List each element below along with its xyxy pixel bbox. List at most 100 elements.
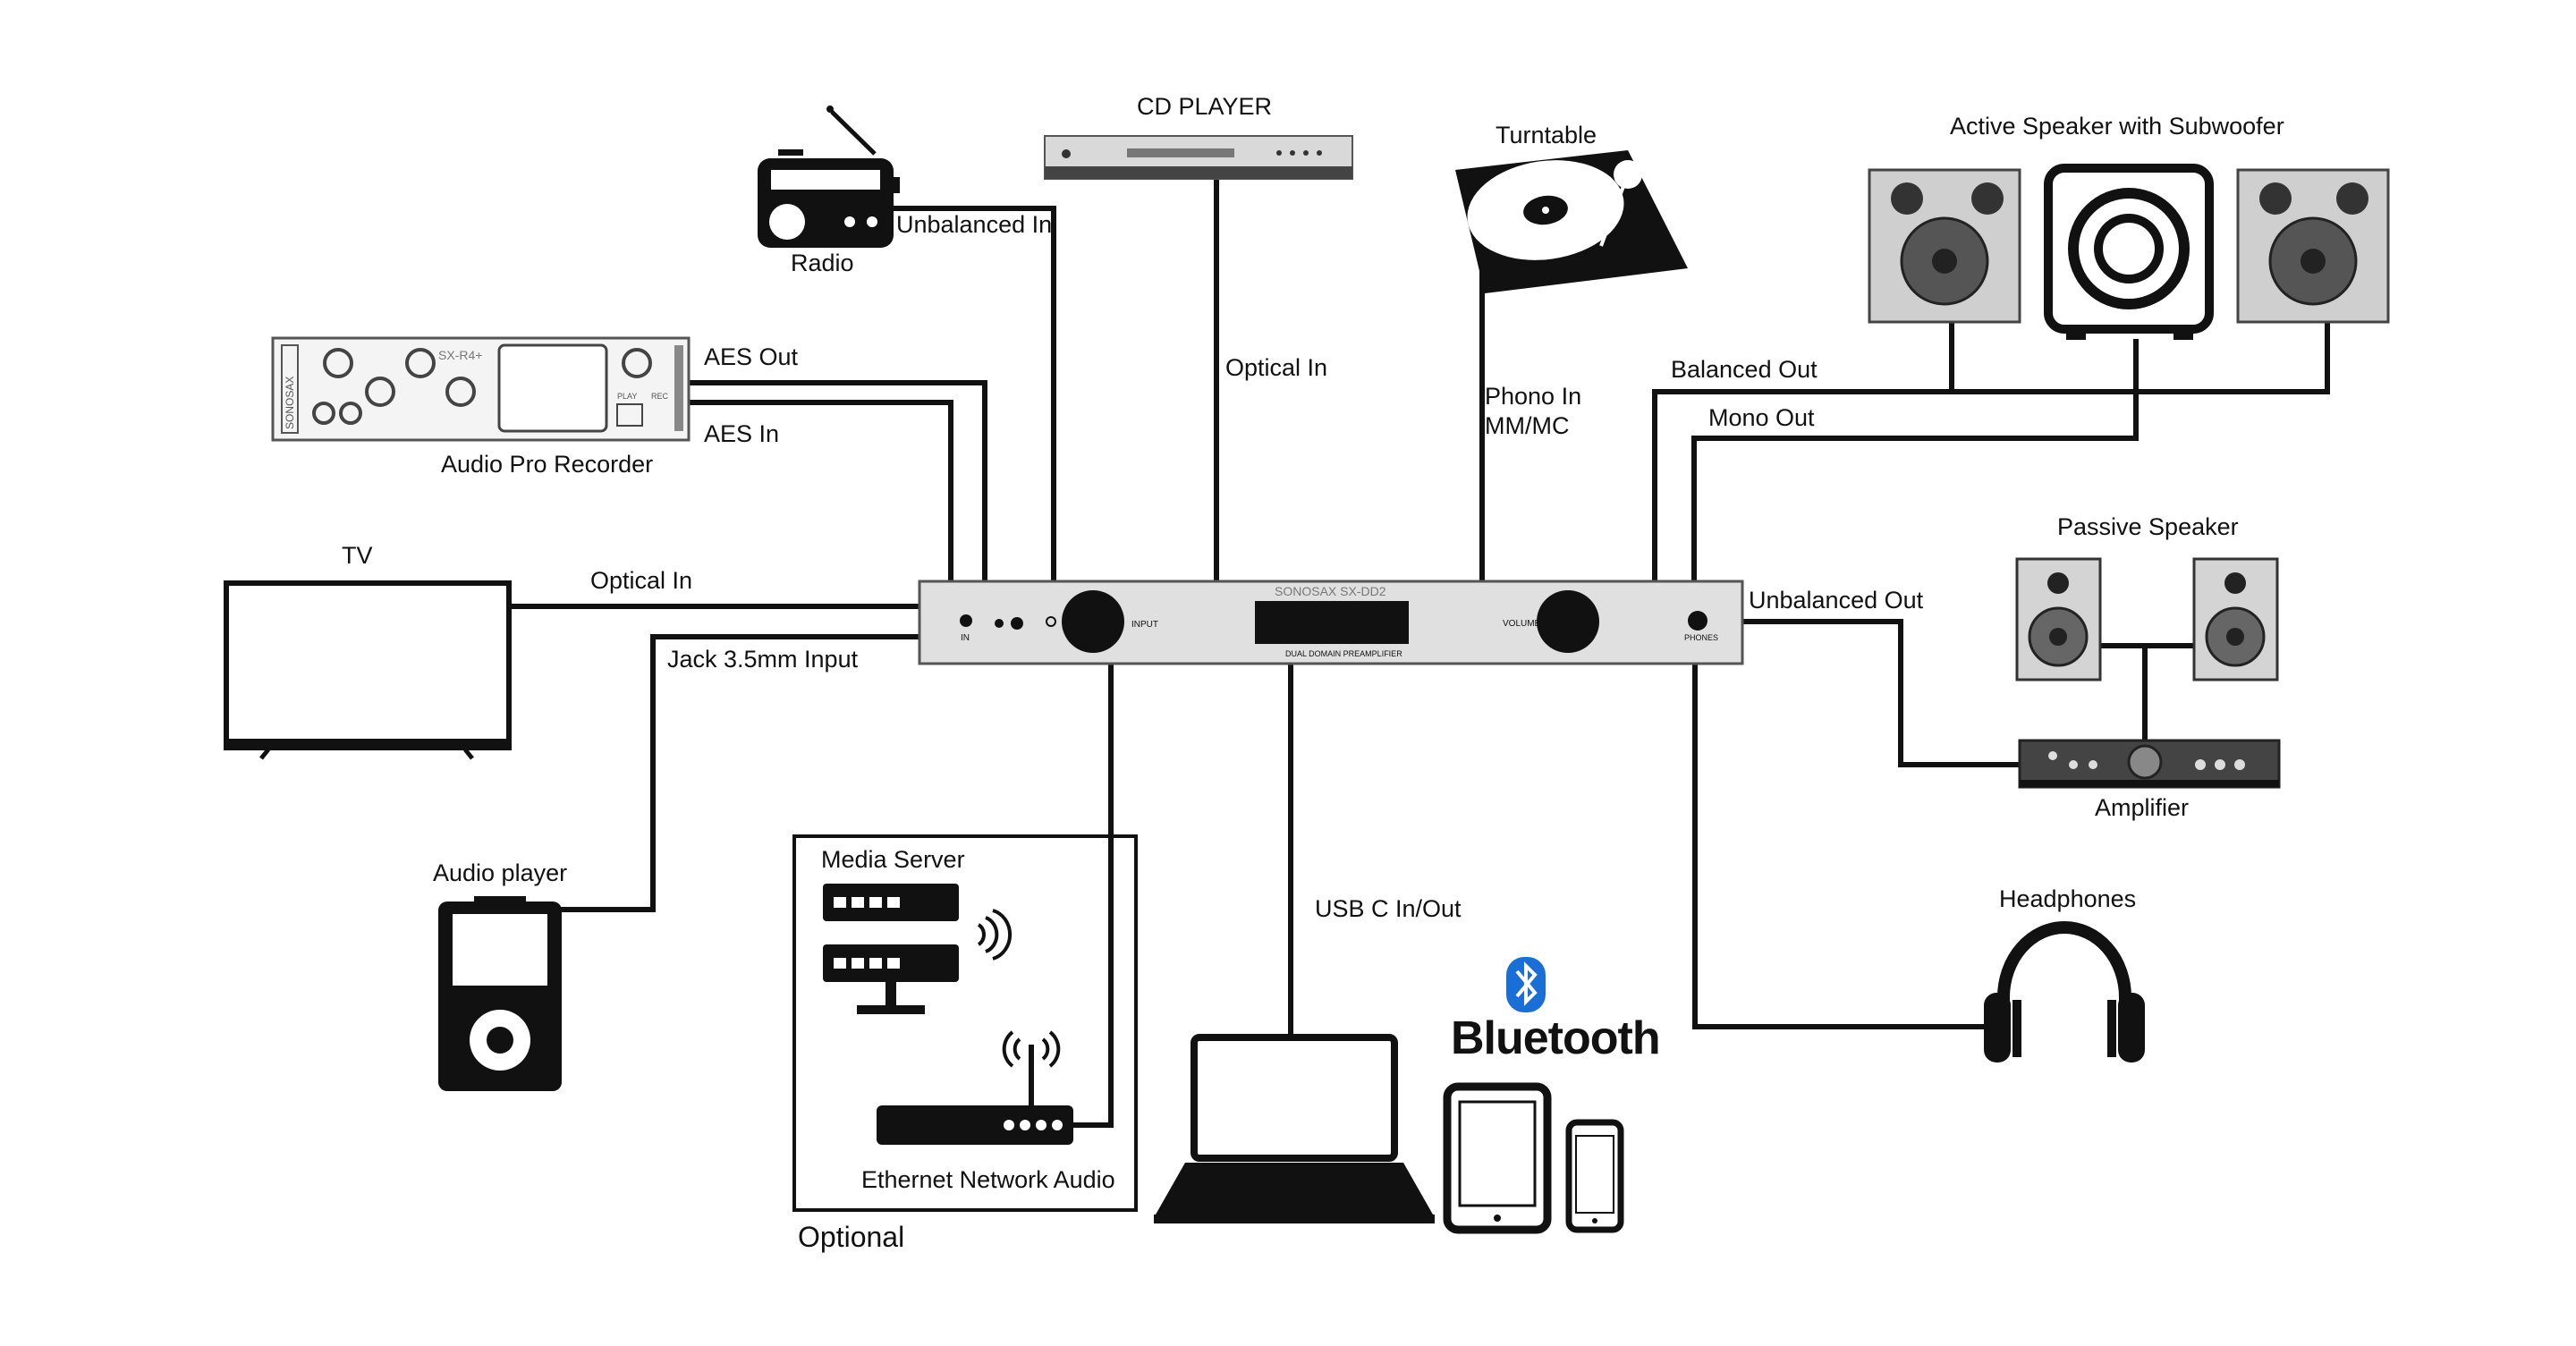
recorder-knob-icon — [622, 348, 652, 378]
unbalanced-in-label: Unbalanced In — [896, 211, 1052, 238]
tweeter-icon — [2259, 182, 2292, 215]
phone-button-icon — [1592, 1218, 1597, 1223]
wires — [507, 176, 2330, 1128]
preamp-volume-label: VOLUME — [1503, 619, 1541, 629]
woofer-cap-icon — [2226, 628, 2244, 646]
preamp-unit: IN INPUT SONOSAX SX-DD2 DUAL DOMAIN PREA… — [918, 580, 1744, 665]
subwoofer-foot-icon — [2066, 327, 2086, 340]
mono-out-label: Mono Out — [1708, 404, 1815, 431]
amp-button-icon — [2234, 759, 2245, 770]
wire-headphones — [1692, 661, 1993, 1029]
volume-knob[interactable] — [1537, 590, 1599, 653]
amplifier-label: Amplifier — [2095, 794, 2189, 821]
active-speaker-label: Active Speaker with Subwoofer — [1950, 113, 2284, 140]
server-wifi-icon — [977, 909, 1013, 961]
optional-label: Optional — [798, 1221, 904, 1253]
preamp-input-label: INPUT — [1131, 620, 1158, 630]
recorder-screen — [497, 343, 608, 433]
recorder-play-button — [616, 403, 643, 427]
bluetooth-logo: Bluetooth — [1451, 957, 1661, 1064]
router-device — [877, 1030, 1073, 1145]
amp-button-icon — [2069, 760, 2078, 769]
headphone-jack-icon — [1688, 611, 1707, 631]
amp-button-icon — [2048, 751, 2057, 760]
phono-in-label: Phono In — [1485, 383, 1581, 410]
amplifier-device — [2018, 739, 2281, 789]
wire-unbalanced-out — [1740, 619, 2022, 767]
jack-input-label: Jack 3.5mm Input — [667, 646, 859, 673]
active-speaker-left — [1868, 168, 2021, 324]
server-slot-icon — [852, 958, 864, 969]
radio-speaker-icon — [769, 204, 805, 240]
headphones-band-icon — [1997, 921, 2131, 1020]
laptop-screen-icon — [1191, 1034, 1398, 1162]
server-slot-icon — [869, 958, 882, 969]
preamp-display — [1255, 601, 1409, 644]
recorder-device: SONOSAX SX-R4+ PLAY REC — [271, 336, 691, 442]
audio-player-device — [438, 896, 562, 1091]
subwoofer — [2044, 164, 2214, 340]
recorder-icon — [271, 336, 691, 442]
active-speaker-right — [2236, 168, 2390, 324]
recorder-play-label: PLAY — [617, 392, 637, 401]
headphones-cup-left-icon — [1984, 993, 2011, 1062]
bluetooth-label: Bluetooth — [1451, 1012, 1660, 1064]
radio-antenna-icon — [830, 110, 877, 156]
cd-button-icon — [1062, 149, 1071, 158]
optical-in-cd-label: Optical In — [1225, 354, 1327, 381]
phone-screen-icon — [1575, 1135, 1614, 1214]
standby-icon — [1046, 616, 1056, 627]
tweeter-icon — [2336, 182, 2368, 215]
cd-player-label: CD PLAYER — [1137, 93, 1272, 120]
wire-aes-in — [686, 400, 953, 584]
router-led-icon — [1004, 1120, 1014, 1130]
input-knob[interactable] — [1062, 590, 1124, 653]
radio-knob-icon — [867, 216, 877, 227]
laptop-keyboard-icon — [1156, 1163, 1433, 1215]
radio-dial-icon — [771, 170, 880, 190]
subwoofer-cone-icon — [2094, 214, 2164, 284]
recorder-knob-icon — [365, 377, 395, 407]
headphones-pad-right-icon — [2107, 1000, 2116, 1057]
cd-button-icon — [1290, 150, 1295, 156]
router-led-icon — [1036, 1120, 1046, 1130]
indicator-dot-icon — [1011, 617, 1023, 630]
aes-in-label: AES In — [704, 420, 779, 447]
amp-volume-knob-icon — [2127, 744, 2163, 780]
tv-device — [224, 580, 512, 760]
amp-button-icon — [2215, 759, 2225, 770]
tv-foot-icon — [463, 748, 474, 760]
audio-player-label: Audio player — [433, 859, 567, 886]
tweeter-icon — [2224, 572, 2246, 594]
preamp-in-label: IN — [961, 633, 970, 643]
headphones-label: Headphones — [1999, 885, 2136, 912]
router-wifi-icon — [1002, 1030, 1061, 1068]
wire-passive-speakers — [2097, 643, 2197, 743]
router-led-icon — [1052, 1120, 1063, 1130]
recorder-knob-icon — [405, 348, 436, 378]
server-slot-icon — [869, 897, 882, 908]
audio-player-top-icon — [474, 896, 526, 903]
router-icon — [877, 1105, 1073, 1145]
headphones-device — [1984, 921, 2145, 1062]
optical-in-tv-label: Optical In — [590, 567, 692, 594]
radio-label: Radio — [791, 250, 854, 276]
recorder-label: Audio Pro Recorder — [441, 451, 653, 478]
preamp-brand: SONOSAX SX-DD2 — [1275, 584, 1386, 598]
wire-mono-out — [1691, 389, 2139, 584]
balanced-out-label: Balanced Out — [1671, 356, 1818, 383]
radio-handle-icon — [778, 149, 803, 156]
audio-player-screen-icon — [453, 914, 547, 986]
recorder-knob-icon — [323, 348, 353, 378]
server-stand-icon — [886, 982, 896, 1007]
headphones-pad-left-icon — [2012, 1000, 2021, 1057]
wire-audio-player — [559, 634, 922, 912]
preamp-subtitle: DUAL DOMAIN PREAMPLIFIER — [1285, 649, 1402, 658]
bluetooth-rune-icon — [1515, 961, 1538, 1006]
indicator-dot-icon — [995, 619, 1004, 628]
tv-label: TV — [342, 542, 373, 569]
radio-side-icon — [893, 177, 900, 193]
headphones-cup-right-icon — [2118, 993, 2145, 1062]
woofer-cap-icon — [2049, 628, 2067, 646]
